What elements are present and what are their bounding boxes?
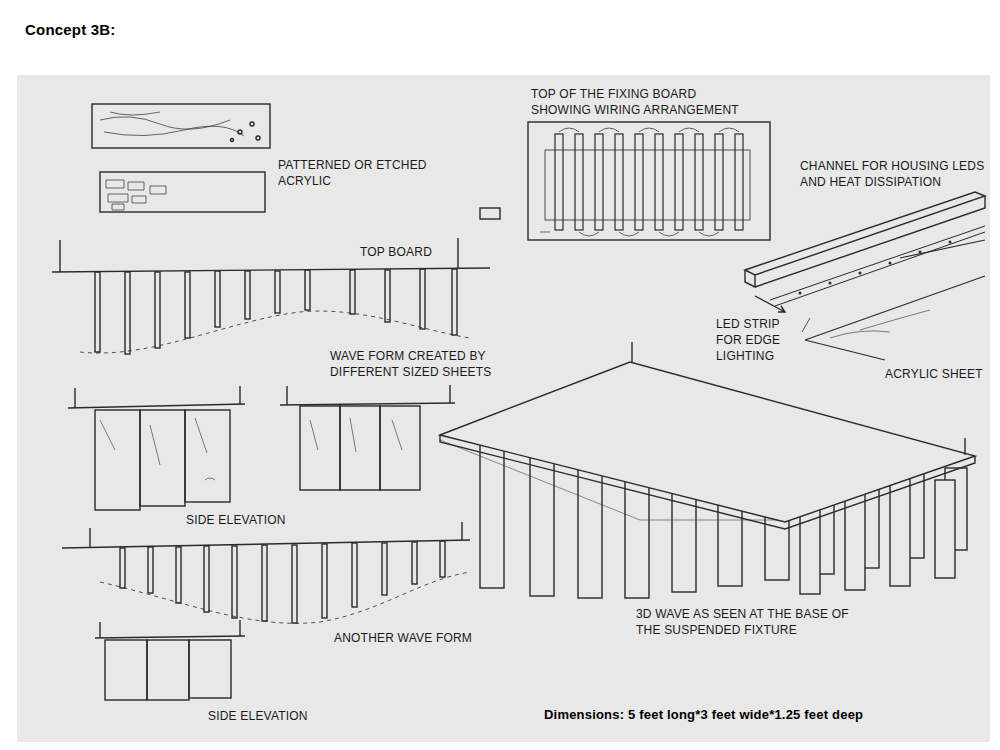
label-text: SIDE ELEVATION	[186, 512, 316, 528]
label-text: SIDE ELEVATION	[208, 708, 338, 724]
acrylic-sheets	[95, 269, 457, 354]
label-text: PATTERNED OR ETCHED ACRYLIC	[278, 157, 438, 189]
label-text: ACRYLIC SHEET	[885, 366, 985, 382]
acrylic-panel	[100, 172, 265, 212]
label-text: TOP OF THE FIXING BOARD SHOWING WIRING A…	[531, 86, 746, 118]
page-title: Concept 3B:	[25, 22, 116, 38]
label-text: CHANNEL FOR HOUSING LEDS AND HEAT DISSIP…	[800, 158, 985, 190]
dimension-note: Dimensions: 5 feet long*3 feet wide*1.25…	[544, 707, 944, 723]
fixing-board	[528, 122, 770, 240]
label-text: ANOTHER WAVE FORM	[334, 630, 494, 646]
label-text: 3D WAVE AS SEEN AT THE BASE OF THE SUSPE…	[636, 606, 866, 638]
acrylic-panel	[92, 104, 270, 148]
label-text: TOP BOARD	[360, 244, 480, 260]
label-text: LED STRIP FOR EDGE LIGHTING	[716, 316, 786, 364]
sketch-paper	[17, 75, 990, 742]
label-text: WAVE FORM CREATED BY DIFFERENT SIZED SHE…	[330, 348, 510, 380]
